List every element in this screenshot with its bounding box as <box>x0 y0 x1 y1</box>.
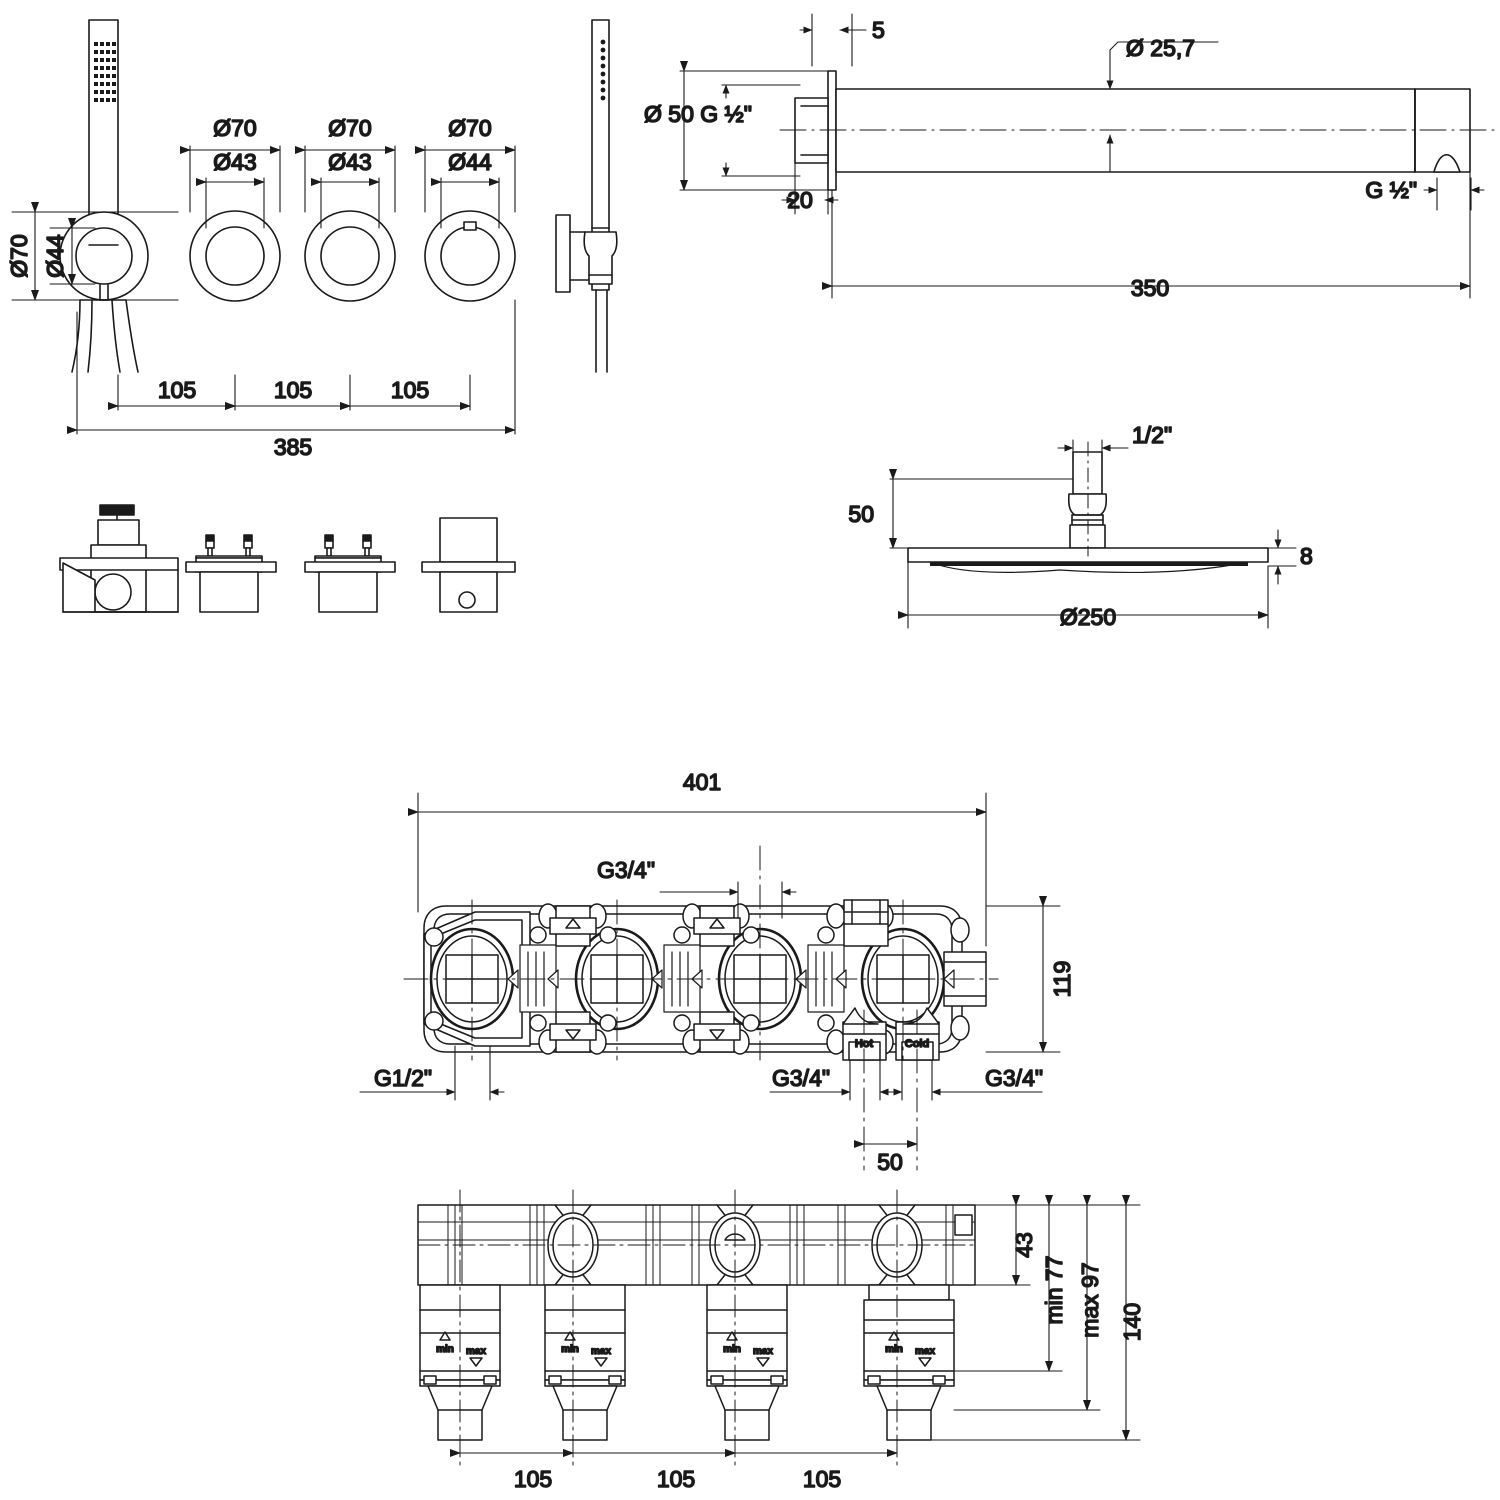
trim-handle-1 <box>189 210 281 302</box>
body-outlet-top-1 <box>549 905 597 947</box>
dim-overall-width: 385 <box>274 434 312 460</box>
dim-collar-length <box>781 162 839 215</box>
dim-inlet-centres-text: 50 <box>877 1149 903 1175</box>
handshower-side-spray-holes <box>600 39 606 101</box>
view-rain-head: 1/2" 50 8 Ø250 <box>848 421 1314 631</box>
view-body-depth: min max min max min max <box>417 1189 1146 1493</box>
dim-projection-text: 350 <box>1131 275 1169 301</box>
dim-rain-plate-diameter <box>898 561 1269 629</box>
view-cartridges-row <box>59 504 516 613</box>
body-depth-stem-2 <box>544 1284 626 1441</box>
body-depth-centre-lines <box>417 1189 976 1471</box>
body-depth-manifold <box>417 1204 976 1286</box>
dim-left-outlet-thread <box>359 1045 505 1101</box>
dim-outlet-top-thread-text: G3/4" <box>597 857 655 883</box>
dim-inlet-cold-thread-text: G3/4" <box>985 1065 1043 1091</box>
dim-flange-thickness <box>799 13 867 67</box>
dim-body-max97-text: max 97 <box>1077 1262 1103 1337</box>
trim-handle-2 <box>304 210 396 302</box>
view-spout: 5 Ø 50 G ½" 20 Ø 25,7 <box>643 13 1496 302</box>
dim-depth-spacing-3: 105 <box>803 1466 841 1492</box>
dim-rosette-inner <box>49 218 96 285</box>
depth-max-label-3: max <box>753 1346 773 1357</box>
dim-flange-thickness-text: 5 <box>872 17 885 43</box>
dim-tube-diameter-text: Ø 25,7 <box>1126 35 1195 61</box>
label-cold: Cold <box>905 1038 929 1050</box>
dim-rosette-outer <box>11 202 179 301</box>
dim-body-height <box>985 896 1061 1053</box>
depth-min-label-2: min <box>561 1344 579 1355</box>
dim-body-length-text: 401 <box>683 769 721 795</box>
depth-min-label-1: min <box>436 1344 454 1355</box>
dim-handle1-inner: Ø43 <box>213 149 256 175</box>
dim-projection <box>822 171 1471 299</box>
dim-body-140 <box>930 1195 1141 1441</box>
body-outlet-top-3 <box>843 899 889 947</box>
dim-rain-plate-thickness <box>1267 529 1297 585</box>
dim-flange-diameter-text: Ø 50 G ½" <box>644 101 752 127</box>
dim-collar-length-text: 20 <box>787 187 813 213</box>
handshower-holder-rosette <box>59 211 149 301</box>
dim-handle1 <box>180 145 281 229</box>
dim-outlet-top-thread <box>659 881 797 919</box>
dim-rain-plate-diameter-text: Ø250 <box>1060 604 1116 630</box>
depth-min-label-4: min <box>885 1344 903 1355</box>
dim-handle2-outer: Ø70 <box>328 115 371 141</box>
dim-tube-diameter <box>1106 41 1219 173</box>
dim-overall-385 <box>67 299 516 435</box>
dim-handle1-outer: Ø70 <box>213 115 256 141</box>
cartridge-thermostatic <box>59 504 179 613</box>
cartridge-diverter <box>421 517 516 613</box>
dim-left-outlet-thread-text: G1/2" <box>374 1065 432 1091</box>
body-depth-stem-4 <box>863 1284 955 1441</box>
dim-rain-inlet-thread-text: 1/2" <box>1132 422 1172 448</box>
depth-max-label-1: max <box>466 1346 486 1357</box>
dim-rain-inlet-thread <box>1057 439 1129 461</box>
view-body-front: Hot Cold <box>359 768 1076 1176</box>
dim-spacing-3: 105 <box>391 377 429 403</box>
dim-handshower-rose-inner: Ø44 <box>42 234 68 278</box>
cartridge-stop-valve-a <box>185 534 277 613</box>
body-outlet-bottom-1 <box>549 1011 597 1053</box>
dim-handle3-inner: Ø44 <box>448 149 492 175</box>
cartridge-stop-valve-b <box>304 534 396 613</box>
dim-spacing-1: 105 <box>158 377 196 403</box>
dim-body-min77-text: min 77 <box>1041 1255 1067 1324</box>
body-outlet-bottom-2 <box>693 1011 741 1053</box>
trim-handle-3 <box>424 210 516 302</box>
dim-handle3 <box>415 145 516 229</box>
dim-spacing-2: 105 <box>274 377 312 403</box>
body-depth-stem-3 <box>706 1284 788 1441</box>
dim-body-140-text: 140 <box>1119 1303 1145 1341</box>
dim-handle2 <box>295 145 396 229</box>
dim-body-height-text: 119 <box>1049 961 1075 998</box>
dim-rain-height <box>889 469 1074 549</box>
dim-spacing-group <box>108 374 471 411</box>
dim-inlet-cold-thread <box>887 1059 1043 1101</box>
depth-max-label-4: max <box>915 1346 935 1357</box>
dim-depth-spacing-1: 105 <box>514 1466 552 1492</box>
depth-min-label-3: min <box>723 1344 741 1355</box>
dim-rain-plate-thickness-text: 8 <box>1300 543 1313 569</box>
handshower-spray-holes <box>94 42 116 102</box>
dim-handle2-inner: Ø43 <box>328 149 371 175</box>
dim-handshower-rose-outer: Ø70 <box>6 234 32 277</box>
dim-handle3-outer: Ø70 <box>448 115 491 141</box>
body-outlet-top-2 <box>693 905 741 947</box>
handshower-hose <box>71 299 139 373</box>
view-trim-front: Ø70 Ø44 Ø70 Ø43 Ø70 Ø43 <box>5 19 618 461</box>
depth-max-label-2: max <box>591 1346 611 1357</box>
label-hot: Hot <box>855 1038 874 1050</box>
dim-flange-diameter <box>679 61 829 191</box>
dim-body-length <box>408 792 987 947</box>
dim-inlet-hot-thread-text: G3/4" <box>772 1065 830 1091</box>
dim-body-depth-43-text: 43 <box>1011 1232 1037 1258</box>
dim-depth-spacing-2: 105 <box>657 1466 695 1492</box>
handshower-side-view <box>555 19 618 373</box>
dim-outlet-thread-text: G ½" <box>1365 177 1417 203</box>
dim-outlet-thread <box>1423 177 1485 211</box>
rain-head-nozzles <box>930 562 1248 566</box>
dim-rain-height-text: 50 <box>848 501 874 527</box>
